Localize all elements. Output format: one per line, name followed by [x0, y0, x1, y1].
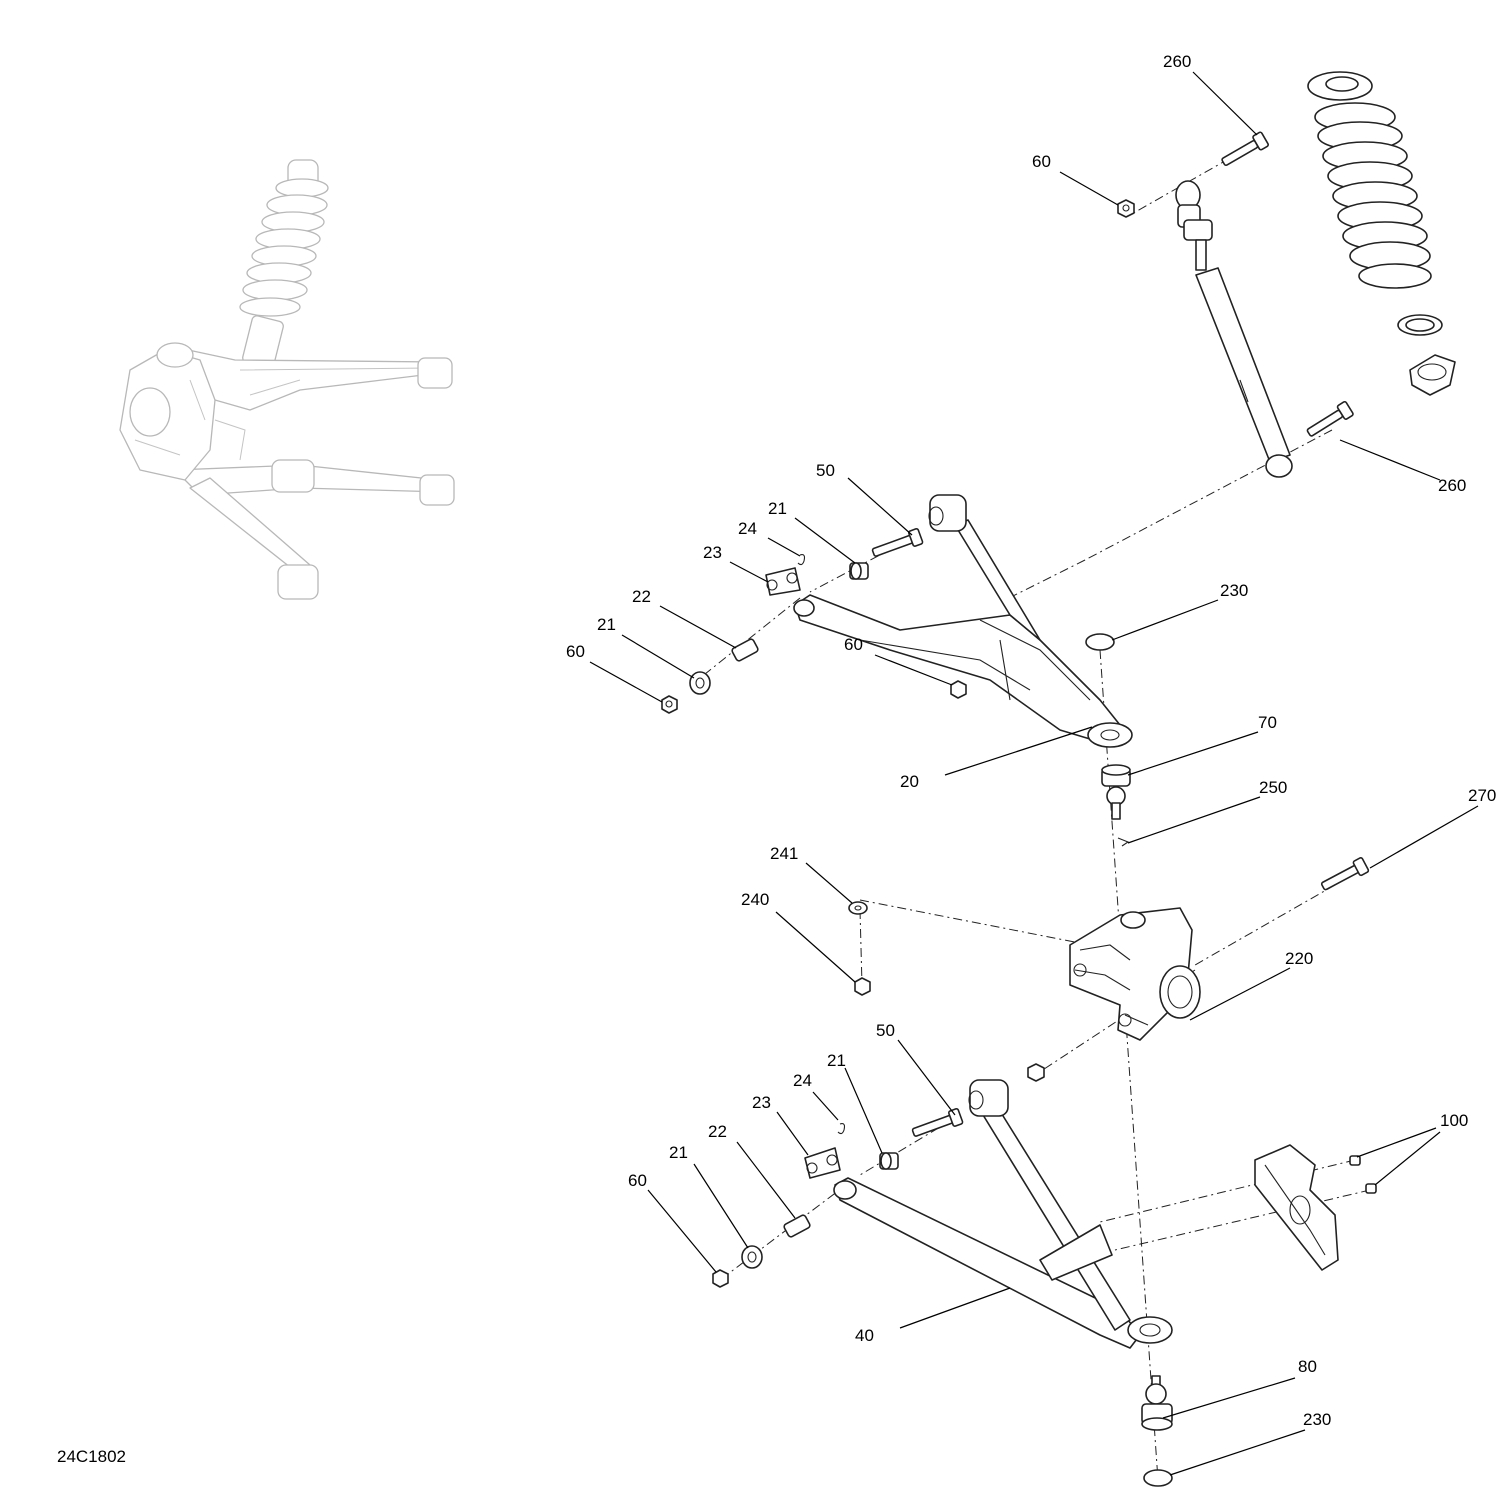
- nut-60-upper-left: [661, 695, 678, 714]
- circlip-230-lower: [1143, 1469, 1173, 1487]
- ball-joint-80-lower: [1141, 1375, 1173, 1431]
- coil-spring: [1307, 71, 1456, 396]
- callout-23-lower: 23: [752, 1093, 771, 1112]
- callout-20: 20: [900, 772, 919, 791]
- nut-60-top: [1117, 199, 1135, 218]
- clip-24-upper: [797, 554, 806, 566]
- ball-joint-70-upper: [1101, 764, 1131, 820]
- screw-100-lower: [1365, 1183, 1377, 1194]
- bolt-270: [1320, 857, 1370, 891]
- callout-24-upper: 24: [738, 519, 757, 538]
- bushing-21-upper-left: [689, 671, 711, 695]
- figure-code: 24C1802: [57, 1447, 126, 1466]
- callout-240: 240: [741, 890, 769, 909]
- bolt-260-lower: [1306, 400, 1354, 437]
- callout-labels: 260 60 260 50 21 24 23 22 21 60 60 230 7…: [57, 52, 1496, 1466]
- nut-60-middle: [950, 680, 967, 699]
- callout-100: 100: [1440, 1111, 1468, 1130]
- leader-lines: [589, 71, 1479, 1476]
- callout-50-lower: 50: [876, 1021, 895, 1040]
- callout-40: 40: [855, 1326, 874, 1345]
- circlip-230-upper: [1085, 633, 1115, 651]
- protector-plate: [1254, 1144, 1339, 1271]
- nut-240: [854, 977, 871, 996]
- callout-70: 70: [1258, 713, 1277, 732]
- knuckle-220: [1069, 907, 1201, 1041]
- callout-60-top: 60: [1032, 152, 1051, 171]
- bushing-21-lower-right: [879, 1152, 899, 1170]
- callout-80: 80: [1298, 1357, 1317, 1376]
- bolt-50-upper: [871, 528, 924, 557]
- bolt-260-upper: [1221, 131, 1269, 167]
- bracket-23-lower: [804, 1147, 841, 1179]
- callout-21-lower-left: 21: [669, 1143, 688, 1162]
- callout-270: 270: [1468, 786, 1496, 805]
- callout-60-upper-left: 60: [566, 642, 585, 661]
- callout-230-upper: 230: [1220, 581, 1248, 600]
- callout-23-upper: 23: [703, 543, 722, 562]
- upper-a-arm: [793, 494, 1133, 748]
- callout-241: 241: [770, 844, 798, 863]
- overview-assembly: [119, 159, 455, 600]
- sleeve-22-upper: [731, 638, 759, 662]
- sleeve-22-lower: [783, 1214, 811, 1238]
- callout-22-lower: 22: [708, 1122, 727, 1141]
- overview-coil-spring: [239, 159, 329, 369]
- callout-22-upper: 22: [632, 587, 651, 606]
- callout-21-lower-right: 21: [827, 1051, 846, 1070]
- shock-absorber: [1175, 180, 1293, 478]
- bolt-50-lower: [911, 1108, 964, 1137]
- callout-250: 250: [1259, 778, 1287, 797]
- callout-24-lower: 24: [793, 1071, 812, 1090]
- callout-260-lower: 260: [1438, 476, 1466, 495]
- lower-a-arm: [833, 1079, 1173, 1349]
- nut-60-knuckle: [1027, 1063, 1045, 1082]
- callout-60-middle: 60: [844, 635, 863, 654]
- nut-60-lower-left: [712, 1269, 729, 1288]
- callout-21-upper-left: 21: [597, 615, 616, 634]
- bracket-23-upper: [765, 567, 801, 596]
- callout-21-upper-right: 21: [768, 499, 787, 518]
- callout-260-upper: 260: [1163, 52, 1191, 71]
- callout-60-lower-left: 60: [628, 1171, 647, 1190]
- cotter-pin-250: [1117, 837, 1130, 847]
- callout-50-upper: 50: [816, 461, 835, 480]
- clip-24-lower: [837, 1123, 846, 1135]
- callout-230-lower: 230: [1303, 1410, 1331, 1429]
- callout-220: 220: [1285, 949, 1313, 968]
- bushing-21-lower-left: [741, 1245, 763, 1269]
- bushing-21-upper-right: [849, 562, 869, 580]
- washer-241: [848, 901, 868, 915]
- screw-100-upper: [1349, 1155, 1361, 1166]
